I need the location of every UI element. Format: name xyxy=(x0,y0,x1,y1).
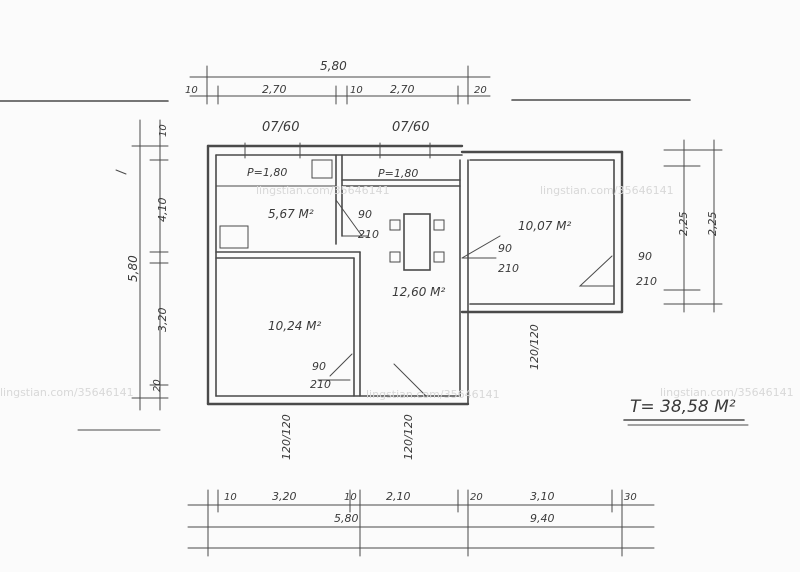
top-windows xyxy=(244,142,431,159)
bottom-dim-1: 10 xyxy=(224,492,237,503)
stray-mark xyxy=(115,169,127,175)
room-area-top-left: 5,67 M² xyxy=(268,207,314,221)
door4-width: 90 xyxy=(312,360,326,373)
bottom-total-2: 9,40 xyxy=(530,512,555,525)
door4-height: 210 xyxy=(310,378,331,391)
door3-height: 210 xyxy=(636,275,657,288)
label-p2: P=1,80 xyxy=(378,167,418,180)
door1-width: 90 xyxy=(358,208,372,221)
top-dim-4: 2,70 xyxy=(390,83,415,96)
left-total-dim: 5,80 xyxy=(126,255,140,282)
watermark-5: lingstian.com/35646141 xyxy=(660,386,794,399)
window-label-2: 07/60 xyxy=(392,120,429,135)
top-dim-3: 10 xyxy=(350,85,363,96)
right-dim-1: 2,25 xyxy=(677,212,690,237)
window-label-1: 07/60 xyxy=(262,120,299,135)
door-swing-3 xyxy=(578,255,615,287)
watermark-2: lingstian.com/35646141 xyxy=(540,184,674,197)
bottom-dim-3: 10 xyxy=(344,492,357,503)
bottom-dim-7: 30 xyxy=(624,492,637,503)
watermark-3: lingstian.com/35646141 xyxy=(0,386,134,399)
walls xyxy=(206,144,624,406)
top-dim-2: 2,70 xyxy=(262,83,287,96)
door-swing-2 xyxy=(461,235,501,259)
total-area: T= 38,58 M² xyxy=(630,397,736,417)
door2-height: 210 xyxy=(498,262,519,275)
bottom-dimension-chain: 10 3,20 10 2,10 20 3,10 30 5,80 9,40 xyxy=(187,489,655,557)
top-total-dim: 5,80 xyxy=(320,59,347,73)
fixture-box xyxy=(311,159,333,179)
left-dim-4: 20 xyxy=(152,379,163,392)
door-swing-4 xyxy=(317,353,353,381)
bottom-dim-4: 2,10 xyxy=(386,490,411,503)
room-area-center: 12,60 M² xyxy=(392,285,446,299)
room-area-top-right: 10,07 M² xyxy=(518,219,572,233)
watermark-4: lingstian.com/35646141 xyxy=(366,388,500,401)
door3-width: 90 xyxy=(638,250,652,263)
door-swing-5 xyxy=(393,363,427,397)
watermark-1: lingstian.com/35646141 xyxy=(256,184,390,197)
left-dim-1: 10 xyxy=(158,124,169,137)
top-dim-1: 10 xyxy=(185,85,198,96)
bottom-total-1: 5,80 xyxy=(334,512,359,525)
right-dim-2: 2,25 xyxy=(706,212,719,237)
door2-width: 90 xyxy=(498,242,512,255)
bottom-dim-6: 3,10 xyxy=(530,490,555,503)
top-dimension-chain: 5,80 10 2,70 10 2,70 20 xyxy=(185,59,491,105)
window-label-bottom-1: 120/120 xyxy=(280,414,293,460)
door1-height: 210 xyxy=(358,228,379,241)
dining-table xyxy=(389,213,445,271)
window-label-bottom-2: 120/120 xyxy=(402,414,415,460)
right-dimension-chain: 2,25 2,25 xyxy=(663,139,723,313)
left-dim-3: 3,20 xyxy=(156,308,169,333)
door-swing-1 xyxy=(335,199,369,237)
bottom-dim-5: 20 xyxy=(470,492,483,503)
bottom-dim-2: 3,20 xyxy=(272,490,297,503)
room-area-bottom-left: 10,24 M² xyxy=(268,319,322,333)
fixture-tub xyxy=(219,225,249,249)
window-label-right: 120/120 xyxy=(528,324,541,370)
label-p1: P=1,80 xyxy=(247,166,287,179)
left-dim-2: 4,10 xyxy=(156,198,169,223)
left-dimension-chain: 5,80 10 4,10 3,20 20 xyxy=(126,119,169,411)
top-dim-5: 20 xyxy=(474,85,487,96)
